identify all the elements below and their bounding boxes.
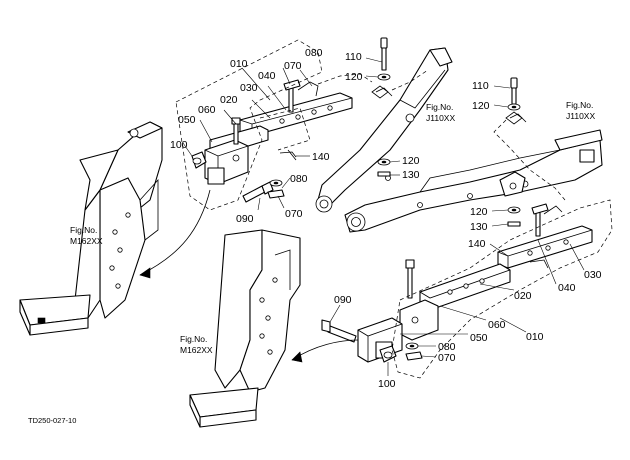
fig-ref-m162-lower-code[interactable]: M162XX bbox=[180, 345, 213, 355]
assembly-arrows bbox=[139, 189, 359, 363]
callout-060-upper: 060 bbox=[198, 104, 216, 116]
callout-050-upper: 050 bbox=[178, 114, 196, 126]
callout-140-lower: 140 bbox=[468, 238, 486, 250]
lower-link-arms bbox=[315, 47, 603, 233]
callout-040-lower: 040 bbox=[558, 282, 576, 294]
callout-070-upper: 070 bbox=[285, 208, 303, 220]
fig-ref-m162-lower-label[interactable]: Fig.No. bbox=[180, 334, 207, 344]
stabilizer-lower bbox=[321, 199, 613, 379]
figure-references: Fig.No. M162XX Fig.No. M162XX Fig.No. J1… bbox=[70, 100, 595, 355]
drawing-code: TD250-027-10 bbox=[28, 416, 76, 425]
callout-070-lower: 070 bbox=[438, 352, 456, 364]
callout-130-mid: 130 bbox=[402, 169, 420, 181]
callout-020-lower: 020 bbox=[514, 290, 532, 302]
callout-110-left: 110 bbox=[345, 51, 362, 63]
callout-090-lower: 090 bbox=[334, 294, 352, 306]
callout-010-upper: 010 bbox=[230, 58, 248, 70]
callout-110-right: 110 bbox=[472, 80, 489, 92]
callout-080-upper: 080 bbox=[290, 173, 308, 185]
callout-120-left: 120 bbox=[345, 71, 363, 83]
callout-100-upper: 100 bbox=[170, 139, 188, 151]
fig-ref-j110-right-code[interactable]: J110XX bbox=[566, 111, 595, 121]
fig-ref-j110-left-code[interactable]: J110XX bbox=[426, 113, 455, 123]
callout-090-upper: 090 bbox=[236, 213, 254, 225]
callout-030-lower: 030 bbox=[584, 269, 602, 281]
callout-140-upper: 140 bbox=[312, 151, 330, 163]
callout-120-low: 120 bbox=[470, 206, 488, 218]
callout-040-upper: 040 bbox=[258, 70, 276, 82]
callout-100-lower: 100 bbox=[378, 378, 396, 390]
callout-060-lower: 060 bbox=[488, 319, 506, 331]
callout-120-right: 120 bbox=[472, 100, 490, 112]
callout-010-lower: 010 bbox=[526, 331, 544, 343]
fig-ref-m162-upper-label[interactable]: Fig.No. bbox=[70, 225, 97, 235]
callout-070-top: 070 bbox=[284, 60, 302, 72]
callout-130-low: 130 bbox=[470, 221, 488, 233]
fig-ref-j110-left-label[interactable]: Fig.No. bbox=[426, 102, 453, 112]
stabilizer-upper bbox=[175, 39, 373, 211]
callout-050-lower: 050 bbox=[470, 332, 488, 344]
pins-and-washers bbox=[371, 37, 566, 227]
fig-ref-j110-right-label[interactable]: Fig.No. bbox=[566, 100, 593, 110]
callout-120-mid: 120 bbox=[402, 155, 420, 167]
fig-ref-m162-upper-code[interactable]: M162XX bbox=[70, 236, 103, 246]
frame-bracket-upper bbox=[19, 121, 163, 336]
callout-080-lower: 080 bbox=[438, 341, 456, 353]
leader-lines bbox=[182, 57, 585, 376]
part-callouts: 010 080 070 040 030 020 060 050 100 140 … bbox=[170, 47, 602, 390]
callout-030-upper: 030 bbox=[240, 82, 258, 94]
frame-bracket-lower bbox=[189, 229, 301, 428]
callout-020-upper: 020 bbox=[220, 94, 238, 106]
callout-080-top: 080 bbox=[305, 47, 323, 59]
